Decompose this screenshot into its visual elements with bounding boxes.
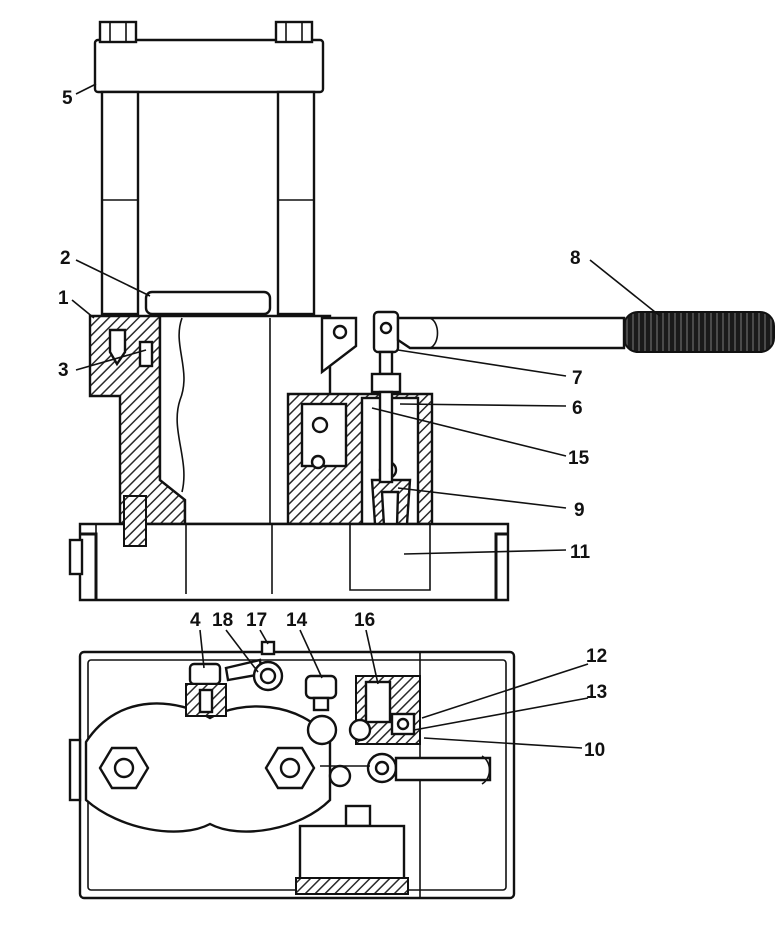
pump-unit	[295, 804, 409, 895]
reservoir-base	[68, 495, 510, 602]
label-7: 7	[572, 368, 583, 389]
leader-lines	[71, 83, 661, 749]
label-8: 8	[570, 248, 581, 269]
valve-16-block	[355, 675, 421, 745]
lever	[320, 311, 775, 375]
tie-rods	[100, 90, 316, 316]
label-4: 4	[190, 610, 201, 631]
label-1: 1	[58, 288, 69, 309]
plunger-rod	[370, 310, 402, 484]
clamp-nuts	[98, 746, 316, 790]
lever-grip	[623, 311, 775, 353]
label-6: 6	[572, 398, 583, 419]
label-13: 13	[586, 682, 607, 703]
plan-lever	[320, 752, 492, 785]
label-17: 17	[246, 610, 267, 631]
label-2: 2	[60, 248, 71, 269]
pump-plan-view	[68, 640, 516, 900]
valve-4	[185, 662, 227, 717]
label-14: 14	[286, 610, 308, 631]
valve-14	[304, 674, 338, 712]
label-5: 5	[62, 88, 73, 109]
label-12: 12	[586, 646, 607, 667]
label-11: 11	[570, 542, 591, 563]
label-18: 18	[212, 610, 233, 631]
part-labels: 5 2 1 3 8 7 6 15 9 11 4 18 17 14 16 12 1…	[58, 88, 607, 761]
ram-piston	[144, 290, 272, 316]
pump-elevation-view	[68, 20, 775, 602]
label-16: 16	[354, 610, 375, 631]
label-9: 9	[574, 500, 585, 521]
label-15: 15	[568, 448, 590, 469]
label-10: 10	[584, 740, 605, 761]
label-3: 3	[58, 360, 69, 381]
top-cap	[93, 20, 325, 94]
